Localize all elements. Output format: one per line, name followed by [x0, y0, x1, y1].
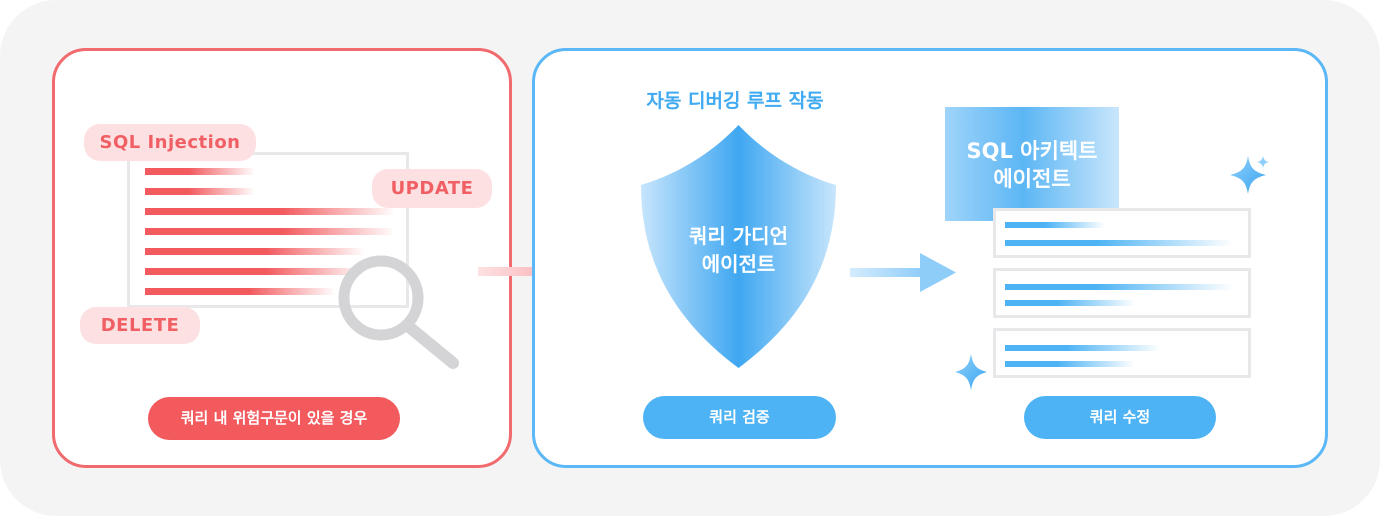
query-guardian-subtitle: 에이전트: [701, 252, 776, 276]
update-tag: UPDATE: [372, 169, 492, 208]
document-icon: [993, 328, 1251, 378]
sql-architect-name: SQL 아키텍트: [966, 139, 1098, 163]
query-guardian-name: 쿼리 가디언: [689, 224, 788, 248]
arrow-right-icon: [850, 253, 956, 292]
query-line: [145, 188, 255, 195]
document-line: [1005, 240, 1233, 246]
risk-condition-caption: 쿼리 내 위험구문이 있을 경우: [148, 397, 400, 440]
debug-loop-title: 자동 디버깅 루프 작동: [646, 90, 824, 112]
document-icon: [993, 268, 1251, 318]
query-line: [145, 288, 335, 295]
shield-icon: [641, 125, 836, 368]
query-correction-caption: 쿼리 수정: [1024, 396, 1216, 439]
document-line: [1005, 300, 1135, 306]
sql-architect-agent-box: [945, 107, 1119, 221]
sql-injection-tag: SQL Injection: [84, 124, 256, 161]
sql-architect-subtitle: 에이전트: [993, 167, 1071, 191]
delete-tag: DELETE: [80, 307, 200, 344]
sparkle-icon: [1230, 156, 1269, 194]
query-line: [145, 208, 395, 215]
query-line: [145, 248, 365, 255]
query-validation-caption: 쿼리 검증: [643, 396, 836, 439]
document-line: [1005, 222, 1105, 228]
search-icon: [338, 255, 459, 369]
sql-architect-agent-label: SQL 아키텍트 에이전트: [945, 137, 1119, 193]
query-line: [145, 268, 365, 275]
document-line: [1005, 361, 1135, 367]
document-icon: [993, 208, 1251, 258]
document-line: [1005, 284, 1233, 290]
document-line: [1005, 345, 1160, 351]
query-line: [145, 168, 255, 175]
query-line: [145, 228, 395, 235]
sparkle-icon: [955, 354, 987, 390]
query-guardian-agent-label: 쿼리 가디언 에이전트: [640, 222, 837, 278]
